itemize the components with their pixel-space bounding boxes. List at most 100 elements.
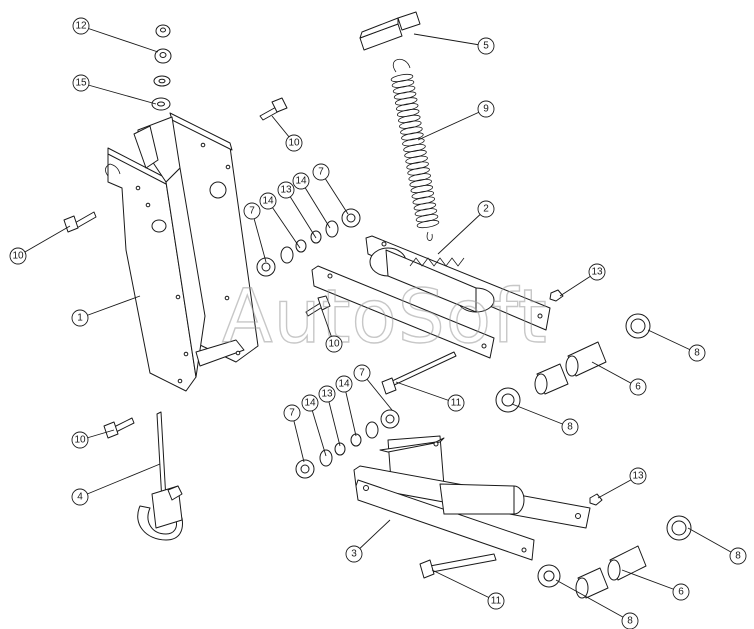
callout-number: 13	[321, 389, 333, 400]
sleeve-upper	[534, 341, 607, 395]
callout-number: 10	[288, 138, 300, 149]
callout-13: 13	[588, 263, 606, 281]
nut-right-lower	[589, 493, 603, 506]
callout-circle	[729, 547, 747, 565]
callout-number: 14	[338, 379, 350, 390]
bolt-top	[259, 97, 288, 121]
spring-part	[390, 59, 440, 241]
callout-number: 5	[483, 41, 489, 52]
callout-number: 10	[12, 251, 24, 262]
callout-13: 13	[318, 385, 336, 403]
callout-leader-line	[647, 329, 698, 354]
callout-circle	[277, 181, 295, 199]
callout-leader-line	[267, 200, 301, 249]
callout-circle	[325, 335, 343, 353]
callout-leader-line	[17, 225, 71, 257]
top-nuts-washers	[151, 24, 172, 111]
main-bracket-part	[105, 112, 259, 392]
sleeve-lower	[575, 545, 647, 599]
callout-number: 8	[627, 616, 633, 627]
callout-7: 7	[283, 404, 301, 422]
spring-coil	[393, 91, 417, 100]
callout-number: 7	[318, 167, 324, 178]
callout-number: 12	[75, 21, 87, 32]
spring-coil	[391, 79, 415, 88]
callout-circle	[285, 134, 303, 152]
callout-circle	[447, 394, 465, 412]
spring-coil	[409, 179, 432, 188]
bolt-center	[305, 295, 331, 317]
callout-2: 2	[477, 200, 495, 218]
callout-leader-line	[511, 403, 571, 428]
callout-7: 7	[243, 202, 261, 220]
callout-circle	[588, 263, 606, 281]
callout-3: 3	[345, 545, 363, 563]
callout-11: 11	[487, 592, 505, 610]
callout-circle	[629, 378, 647, 396]
callout-14: 14	[292, 172, 310, 190]
callout-14: 14	[259, 192, 277, 210]
callout-leader-line	[80, 25, 159, 53]
callout-circle	[335, 375, 353, 393]
spring-coil	[413, 202, 437, 211]
callout-12: 12	[72, 17, 90, 35]
spring-coil	[392, 85, 416, 94]
callout-circle	[259, 192, 277, 210]
callout-circle	[71, 309, 89, 327]
spring-coil	[416, 219, 440, 229]
callout-10: 10	[285, 134, 303, 152]
callout-14: 14	[301, 394, 319, 412]
hook-rod-part	[137, 411, 183, 541]
spring-coil	[414, 208, 438, 217]
callout-4: 4	[71, 488, 89, 506]
callout-leader-line	[79, 295, 141, 319]
callout-circle	[345, 545, 363, 563]
lower-spacer-stack	[295, 409, 400, 479]
callout-13: 13	[277, 181, 295, 199]
callout-number: 9	[483, 104, 489, 115]
callout-8: 8	[688, 344, 706, 362]
callout-10: 10	[71, 431, 89, 449]
spring-coil	[398, 114, 421, 123]
callout-8: 8	[561, 418, 579, 436]
callout-6: 6	[672, 583, 690, 601]
callout-number: 8	[735, 551, 741, 562]
callout-leader-line	[395, 381, 457, 404]
callout-number: 3	[351, 549, 357, 560]
callout-leader-line	[437, 208, 487, 255]
callout-number: 13	[280, 185, 292, 196]
callout-13: 13	[629, 467, 647, 485]
callout-circle	[72, 74, 90, 92]
callout-number: 6	[678, 587, 684, 598]
lower-arm-part	[353, 435, 591, 561]
callout-7: 7	[353, 364, 371, 382]
spring-coil	[415, 214, 439, 223]
callout-number: 6	[635, 382, 641, 393]
long-pin-lower	[419, 553, 497, 579]
callout-8: 8	[621, 612, 639, 629]
spring-coil	[390, 73, 414, 83]
callout-number: 13	[632, 471, 644, 482]
callout-leader-line	[326, 393, 341, 447]
bushing-lower-right	[666, 515, 692, 541]
callout-circle	[477, 200, 495, 218]
bolt-left-lower	[103, 417, 135, 439]
callout-circle	[688, 344, 706, 362]
spring-coil	[405, 155, 428, 164]
callout-circle	[71, 431, 89, 449]
spring-coil	[401, 132, 424, 141]
spring-coil	[406, 161, 429, 170]
callout-number: 14	[262, 196, 274, 207]
callout-leader-line	[591, 361, 639, 388]
callout-leader-line	[343, 383, 357, 437]
callout-leader-line	[431, 569, 497, 602]
callout-leader-line	[555, 579, 631, 622]
spring-coil	[404, 149, 427, 158]
callout-number: 7	[359, 368, 365, 379]
bushing-bottom	[537, 564, 561, 588]
spring-coil	[400, 126, 423, 135]
callout-leader-line	[80, 82, 157, 105]
upper-spacer-stack	[256, 208, 361, 277]
